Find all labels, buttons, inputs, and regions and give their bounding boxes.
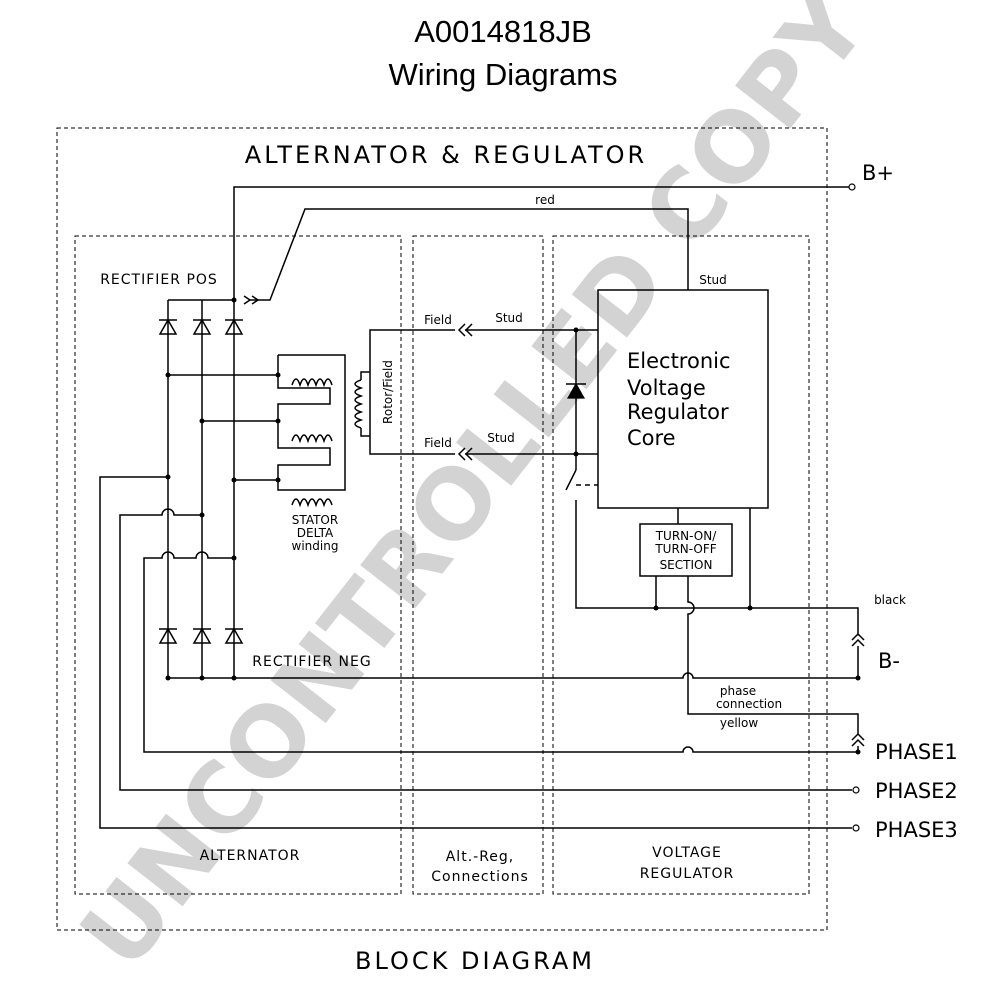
negative-bus	[168, 672, 858, 679]
stator-label-1: STATOR	[292, 513, 338, 527]
phase-connection-label-1: phase	[720, 684, 756, 698]
turn-line-3: SECTION	[660, 558, 713, 572]
b-plus-label: B+	[862, 161, 894, 185]
b-minus-label: B-	[878, 649, 900, 673]
phase3-label: PHASE3	[875, 818, 958, 842]
stator-label-3: winding	[292, 539, 339, 553]
stator-label-2: DELTA	[297, 526, 334, 540]
yellow-wire-label: yellow	[720, 716, 758, 730]
core-line-2: Voltage	[627, 376, 706, 400]
pos-diode-1	[158, 318, 178, 335]
turn-line-1: TURN-ON/	[655, 529, 718, 543]
rectifier-neg-label: RECTIFIER NEG	[252, 654, 371, 670]
phase3-wire	[99, 476, 852, 829]
regulator-box	[552, 235, 810, 895]
connections-section-label-1: Alt.-Reg,	[446, 849, 515, 865]
stator-coil-2	[291, 434, 333, 444]
regulator-stud-label: Stud	[699, 273, 727, 287]
turn-section-box	[639, 523, 733, 577]
pos-diode-3	[224, 318, 244, 335]
red-wire-connector	[243, 295, 260, 305]
phase1-wire	[143, 551, 858, 753]
footer-label: BLOCK DIAGRAM	[355, 947, 595, 975]
regulator-section-label-2: REGULATOR	[640, 866, 735, 882]
page-subtitle: Wiring Diagrams	[388, 57, 617, 92]
rotor-field-label: Rotor/Field	[381, 360, 395, 424]
phase1-label: PHASE1	[875, 740, 958, 764]
red-wire-label: red	[535, 193, 555, 207]
stator-frame	[277, 354, 346, 491]
connections-section-label-2: Connections	[431, 869, 529, 885]
neg-diode-2	[192, 627, 212, 644]
pos-diode-2	[192, 318, 212, 335]
field-bottom-label: Field	[424, 436, 452, 450]
neg-diode-3	[224, 627, 244, 644]
stator-coil-1	[291, 378, 333, 388]
b-plus-wire	[233, 183, 856, 300]
b-minus-connector	[851, 632, 865, 647]
phase2-label: PHASE2	[875, 779, 958, 803]
stator-coil-3	[291, 498, 333, 508]
field-top-connector	[457, 323, 473, 337]
core-line-3: Regulator	[627, 400, 729, 424]
red-wire	[250, 208, 689, 301]
page-title: A0014818JB	[414, 14, 592, 49]
field-bottom-connector	[457, 447, 473, 461]
neg-diode-1	[158, 627, 178, 644]
alternator-section-label: ALTERNATOR	[200, 848, 301, 864]
regulator-diode	[566, 382, 586, 399]
phase-connection-label-2: connection	[716, 697, 782, 711]
b-plus-terminal	[848, 183, 856, 191]
stud-bottom-label: Stud	[487, 431, 515, 445]
alternator-box	[74, 235, 402, 895]
outer-label: ALTERNATOR & REGULATOR	[245, 141, 647, 169]
regulator-core-box	[597, 289, 769, 509]
core-line-4: Core	[627, 426, 676, 450]
core-line-1: Electronic	[627, 349, 731, 373]
turn-line-2: TURN-OFF	[654, 542, 716, 556]
outer-dashed-box	[56, 127, 828, 931]
regulator-section-label-1: VOLTAGE	[652, 845, 722, 861]
phase2-wire	[119, 508, 852, 791]
black-wire-label: black	[874, 593, 906, 607]
connections-box	[412, 235, 544, 895]
rectifier-pos-label: RECTIFIER POS	[100, 272, 218, 288]
stud-top-label: Stud	[495, 311, 523, 325]
rotor-coil	[354, 371, 370, 437]
field-top-label: Field	[424, 313, 452, 327]
phase1-connector	[851, 732, 865, 747]
regulator-switch	[565, 469, 577, 491]
